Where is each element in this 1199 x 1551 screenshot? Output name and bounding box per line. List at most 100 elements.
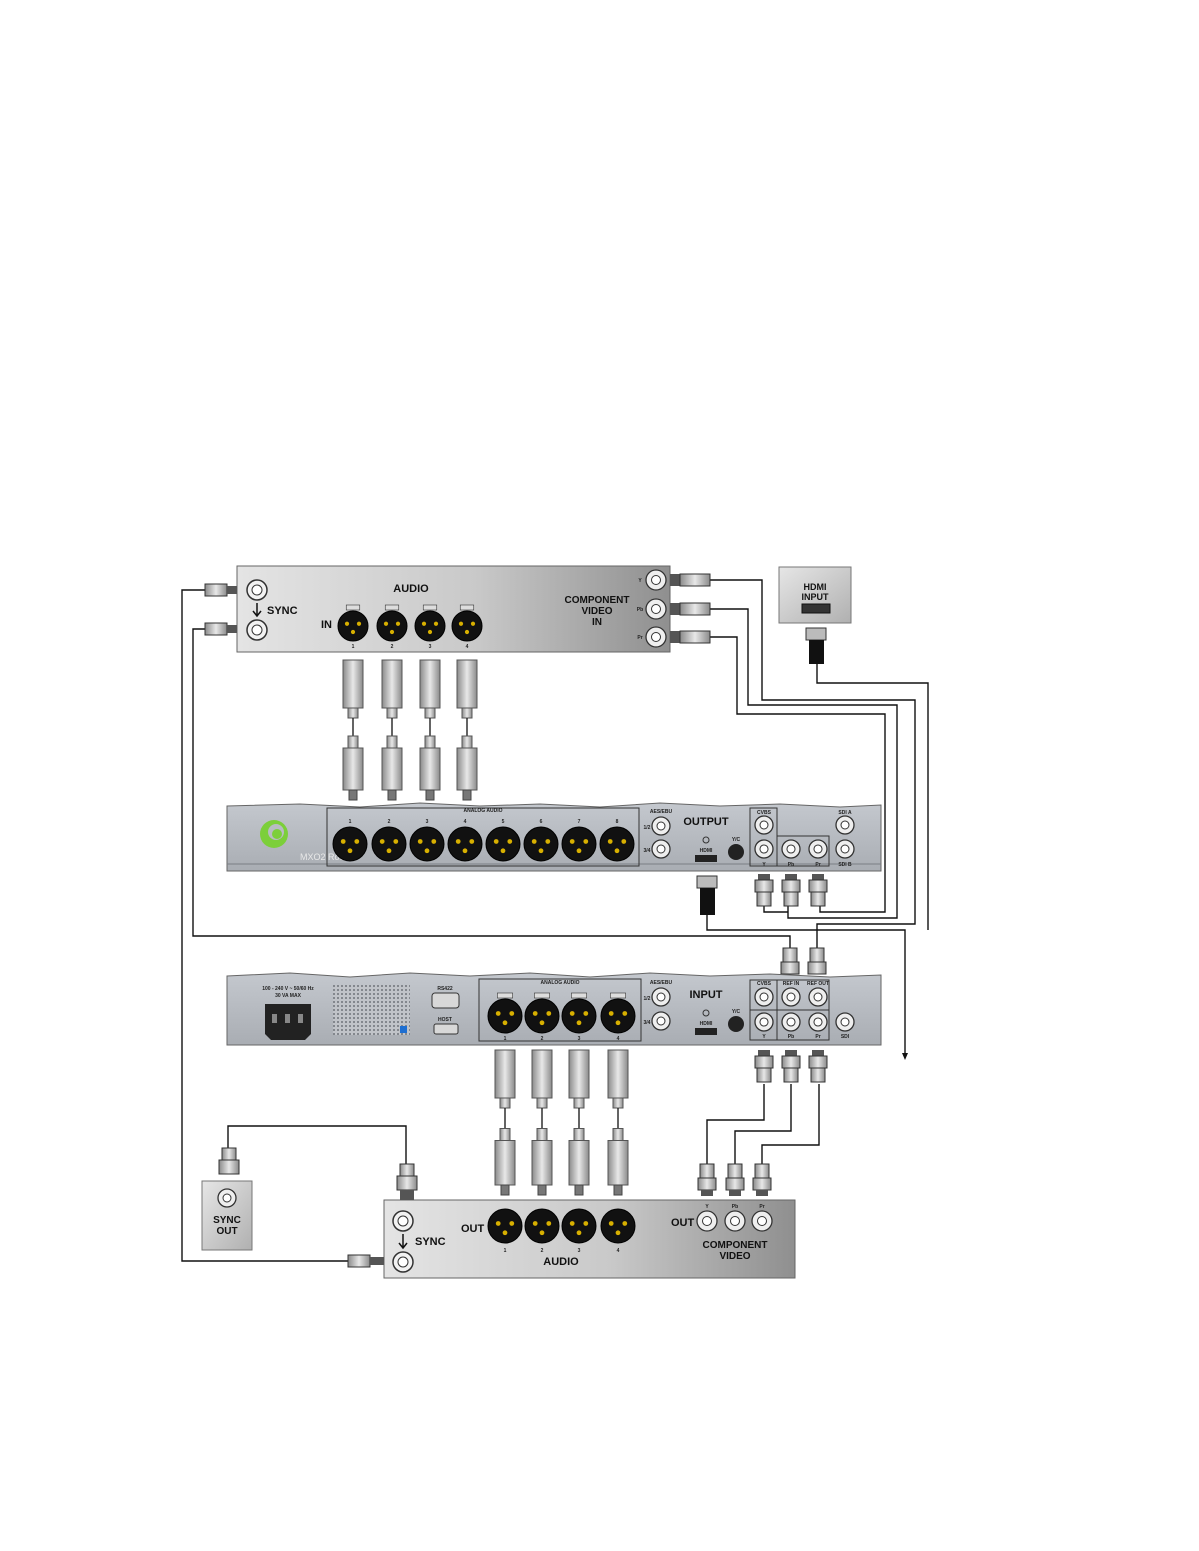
xlr-output-bottom-3[interactable] (561, 1208, 597, 1244)
xlr-cable-1 (342, 659, 364, 801)
input-unit: 100 - 240 V ~ 50/60 Hz 30 VA MAX RS422 H… (226, 972, 882, 1046)
input-component-bnc-y[interactable] (754, 1012, 774, 1032)
xlr-output-bottom-1[interactable] (487, 1208, 523, 1244)
input-sdi-bnc[interactable] (835, 1012, 855, 1032)
component-bnc-y[interactable] (645, 569, 667, 591)
xlr-output-6[interactable] (523, 826, 559, 862)
sdi-a-bnc[interactable] (835, 815, 855, 835)
sync-bnc-bottom[interactable] (246, 619, 268, 641)
hdmi-plug-input (805, 627, 827, 664)
aes-bnc-2[interactable] (651, 839, 671, 859)
component-video-label-3: IN (592, 617, 602, 628)
brand-label: MXO2 Rock (300, 852, 349, 862)
input-yc-port[interactable] (728, 1016, 744, 1032)
output-component-plugs (754, 874, 828, 907)
in-label: IN (321, 619, 332, 631)
sync-out-line2: OUT (216, 1226, 237, 1237)
component-label: Y (762, 862, 766, 868)
input-aes-bnc-2[interactable] (651, 1011, 671, 1031)
channel-number: 2 (541, 1036, 544, 1042)
ref-out-bnc[interactable] (808, 987, 828, 1007)
input-video-frame-component (749, 1009, 830, 1041)
component-y-wire (710, 579, 916, 948)
bottom-sync-plug-side (347, 1254, 384, 1268)
component-label: Pb (732, 1204, 738, 1210)
input-yc-label: Y/C (732, 1009, 741, 1015)
component-label: Y (638, 578, 642, 584)
input-aes-bnc-1[interactable] (651, 987, 671, 1007)
xlr-input-4[interactable] (451, 604, 483, 642)
xlr-input-2[interactable] (376, 604, 408, 642)
channel-number: 1 (349, 819, 352, 825)
hdmi-port-icon[interactable] (801, 603, 831, 614)
bottom-sync-bnc-top[interactable] (392, 1210, 414, 1232)
channel-number: 8 (616, 819, 619, 825)
component-bottom-pb-wire (734, 1084, 792, 1164)
xlr-output-bottom-2[interactable] (524, 1208, 560, 1244)
arrow-head (902, 1053, 908, 1060)
yc-label: Y/C (732, 837, 741, 843)
output-component-bnc-pb[interactable] (781, 839, 801, 859)
xlr-input-unit-4[interactable] (600, 992, 636, 1034)
component-label: Pb (788, 862, 794, 868)
ref-in-label: REF IN (783, 981, 800, 987)
sync-out-line1: SYNC (213, 1215, 241, 1226)
host-port[interactable] (433, 1023, 459, 1035)
component-label: Pb (788, 1034, 794, 1040)
hdmi-output-port[interactable] (695, 855, 717, 862)
output-component-bnc-pr[interactable] (808, 839, 828, 859)
sync-bnc-top[interactable] (246, 579, 268, 601)
input-cvbs-bnc[interactable] (754, 987, 774, 1007)
input-component-bnc-pb[interactable] (781, 1012, 801, 1032)
bottom-component-bnc-pr[interactable] (751, 1210, 773, 1232)
channel-number: 2 (391, 644, 394, 650)
xlr-output-7[interactable] (561, 826, 597, 862)
yc-port[interactable] (728, 844, 744, 860)
aes-bnc-1[interactable] (651, 816, 671, 836)
host-label: HOST (438, 1017, 452, 1023)
sync-out-bnc[interactable] (217, 1188, 237, 1208)
output-component-bnc-y[interactable] (754, 839, 774, 859)
xlr-input-unit-2[interactable] (524, 992, 560, 1034)
component-pb-wire (710, 608, 898, 919)
xlr-output-4[interactable] (447, 826, 483, 862)
component-bnc-pr[interactable] (645, 626, 667, 648)
rs422-port[interactable] (431, 992, 460, 1009)
component-plug-pr (670, 630, 711, 644)
xlr-output-5[interactable] (485, 826, 521, 862)
xlr-output-3[interactable] (409, 826, 445, 862)
sdi-b-bnc[interactable] (835, 839, 855, 859)
bottom-component-bnc-pb[interactable] (724, 1210, 746, 1232)
xlr-input-1[interactable] (337, 604, 369, 642)
component-bnc-pb[interactable] (645, 598, 667, 620)
bottom-out-label: OUT (461, 1223, 485, 1235)
xlr-cable-bottom-2 (531, 1049, 553, 1196)
hdmi-input-port[interactable] (695, 1028, 717, 1035)
component-plug-y (670, 573, 711, 587)
hdmi-plug-output (696, 875, 718, 915)
bottom-sync-bnc-bottom[interactable] (392, 1251, 414, 1273)
xlr-cables-bottom (494, 1049, 629, 1196)
ref-in-bnc[interactable] (781, 987, 801, 1007)
bottom-sync-label: SYNC (415, 1236, 446, 1248)
cvbs-bnc[interactable] (754, 815, 774, 835)
xlr-output-bottom-4[interactable] (600, 1208, 636, 1244)
xlr-input-unit-1[interactable] (487, 992, 523, 1034)
input-analog-audio-label: ANALOG AUDIO (541, 980, 580, 986)
aes-label: AES/EBU (650, 809, 673, 815)
hdmi-output-wire (706, 915, 906, 1058)
xlr-input-3[interactable] (414, 604, 446, 642)
input-cvbs-label: CVBS (757, 981, 772, 987)
xlr-output-8[interactable] (599, 826, 635, 862)
sdi-a-label: SDI A (838, 810, 852, 816)
bottom-component-bnc-y[interactable] (696, 1210, 718, 1232)
input-hdmi-label: HDMI (700, 1021, 713, 1027)
xlr-output-2[interactable] (371, 826, 407, 862)
xlr-cable-bottom-3 (568, 1049, 590, 1196)
xlr-input-unit-3[interactable] (561, 992, 597, 1034)
component-plug-pb (670, 602, 711, 616)
input-sdi-label: SDI (841, 1034, 850, 1040)
xlr-output-1[interactable] (332, 826, 368, 862)
power-inlet-icon[interactable] (265, 1004, 311, 1040)
input-component-bnc-pr[interactable] (808, 1012, 828, 1032)
